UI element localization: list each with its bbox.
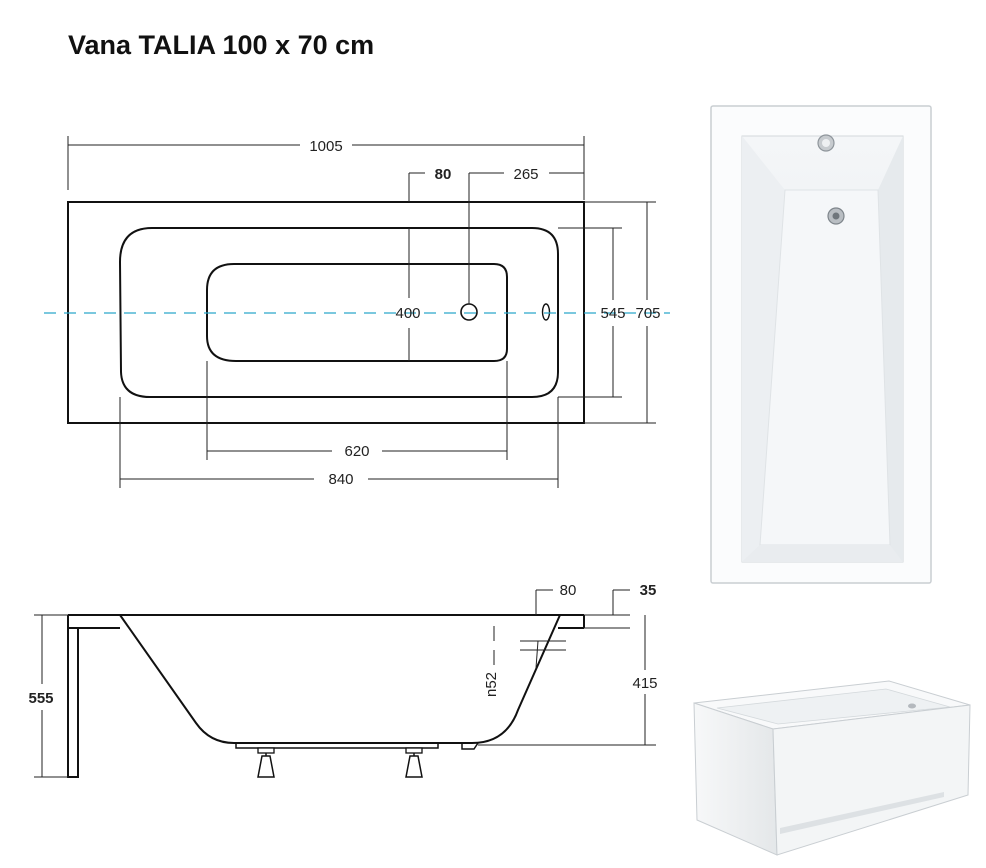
dim-rim-thickness: 35 xyxy=(584,582,657,629)
floor-outline xyxy=(206,263,508,362)
dim-label-80-top: 80 xyxy=(435,166,452,183)
dim-overall-width: 705 xyxy=(584,201,661,424)
bathtub-top-photo xyxy=(710,105,932,584)
leg-right xyxy=(405,747,423,778)
dim-inner-width: 400 xyxy=(395,228,421,361)
dim-total-height: 555 xyxy=(28,614,68,778)
drain-hole xyxy=(460,303,478,321)
dim-drain-size: n52 xyxy=(483,626,500,697)
dim-drain-position: 80 265 xyxy=(408,166,584,304)
dim-label-415: 415 xyxy=(632,675,657,692)
dim-basin-depth: 415 xyxy=(478,615,658,746)
dim-label-400: 400 xyxy=(395,305,420,322)
dim-label-80-side: 80 xyxy=(560,582,577,599)
front-panel-section xyxy=(67,627,79,778)
dim-label-555: 555 xyxy=(28,690,53,707)
side-view-drawing xyxy=(67,614,585,778)
page-title: Vana TALIA 100 x 70 cm xyxy=(68,30,375,60)
dim-label-620: 620 xyxy=(344,443,369,460)
leg-left xyxy=(257,747,275,778)
dim-label-265: 265 xyxy=(513,166,538,183)
dim-basin-width: 545 xyxy=(558,227,626,398)
overflow-hole xyxy=(541,303,551,321)
dim-basin-length: 840 xyxy=(119,397,559,488)
dim-label-705: 705 xyxy=(635,305,660,322)
dim-overflow-offset: 80 xyxy=(535,582,577,615)
dim-label-545: 545 xyxy=(600,305,625,322)
top-view-drawing xyxy=(44,201,670,424)
dim-label-840: 840 xyxy=(328,471,353,488)
dim-label-1005: 1005 xyxy=(309,138,342,155)
dim-label-35: 35 xyxy=(640,582,657,599)
bathtub-with-panel-photo xyxy=(693,680,971,856)
dim-inner-length: 620 xyxy=(206,361,508,460)
dim-overall-length: 1005 xyxy=(67,136,585,200)
dim-label-n52: n52 xyxy=(483,672,500,697)
basin-profile xyxy=(119,614,561,744)
basin-outline xyxy=(118,227,559,398)
